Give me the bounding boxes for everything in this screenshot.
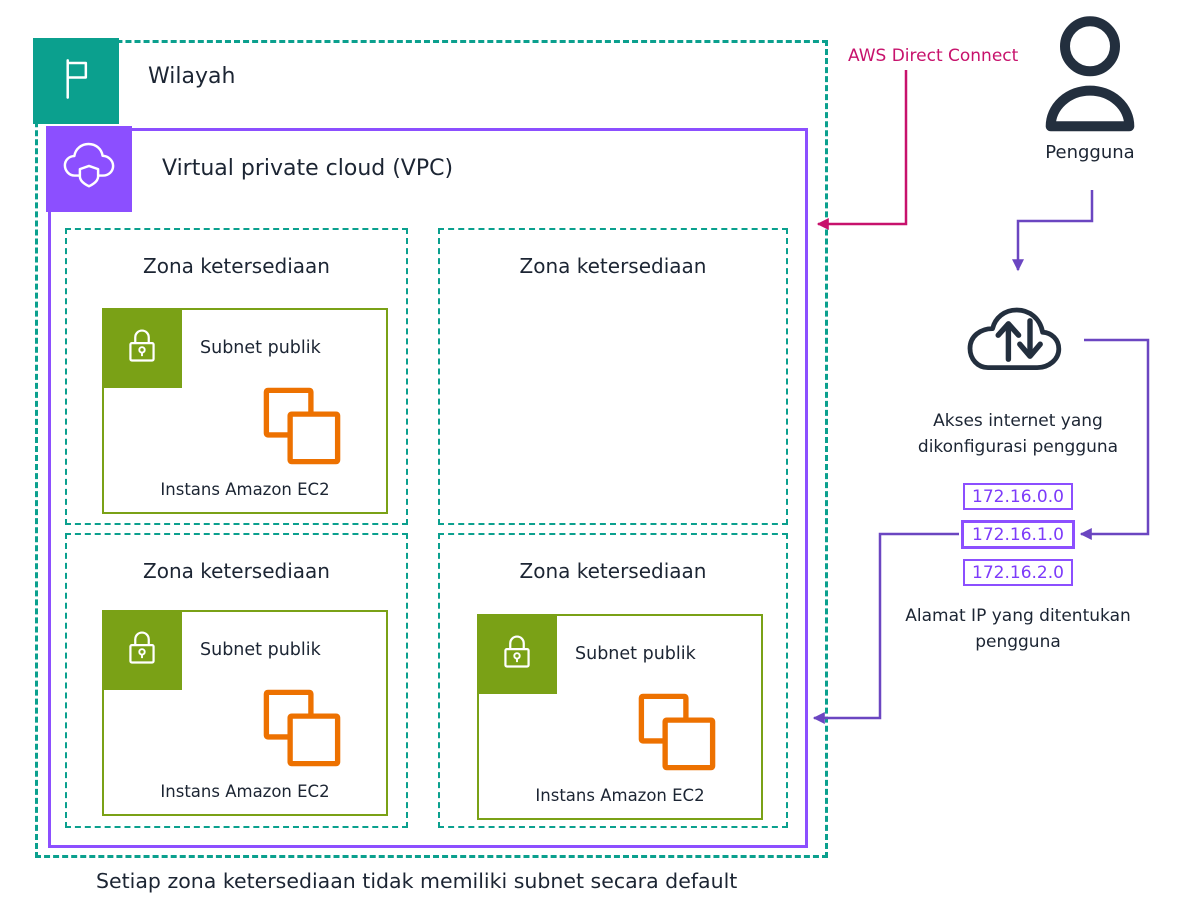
user-to-internet-arrow	[1012, 190, 1094, 272]
lock-icon	[115, 319, 169, 377]
lock-icon	[115, 621, 169, 679]
instance-label: Instans Amazon EC2	[160, 782, 330, 801]
subnet-label: Subnet publik	[200, 640, 321, 660]
lock-chip	[102, 308, 182, 388]
user-icon	[1038, 12, 1142, 132]
direct-connect-label: AWS Direct Connect	[848, 46, 1019, 66]
subnet-label: Subnet publik	[575, 644, 696, 664]
region-box	[35, 40, 828, 858]
region-label: Wilayah	[148, 64, 236, 89]
subnet-box: Subnet publik Instans Amazon EC2	[102, 610, 388, 816]
flag-icon	[47, 50, 105, 112]
ec2-instances-icon	[256, 382, 348, 470]
ip-address-3: 172.16.2.0	[963, 559, 1073, 586]
zone-label: Zona ketersediaan	[143, 559, 330, 583]
ec2-instances-icon	[256, 684, 348, 772]
vpc-label: Virtual private cloud (VPC)	[162, 156, 454, 181]
availability-zone-1: Zona ketersediaan Subnet publik	[65, 228, 408, 525]
availability-zone-3: Zona ketersediaan Subnet publik	[65, 533, 408, 828]
zone-label: Zona ketersediaan	[519, 559, 707, 583]
ec2-instances-icon	[631, 688, 723, 776]
vpc-box	[48, 128, 808, 848]
internet-access-label: Akses internet yang dikonfigurasi penggu…	[917, 411, 1119, 458]
zone-label: Zona ketersediaan	[143, 254, 330, 278]
ip-address-1: 172.16.0.0	[963, 483, 1073, 510]
footer-caption: Setiap zona ketersediaan tidak memiliki …	[96, 869, 738, 893]
subnet-box: Subnet publik Instans Amazon EC2	[102, 308, 388, 514]
lock-chip	[102, 610, 182, 690]
availability-zone-2: Zona ketersediaan	[438, 228, 788, 525]
lock-chip	[477, 614, 557, 694]
instance-label: Instans Amazon EC2	[535, 786, 705, 805]
user-label: Pengguna	[1045, 142, 1135, 163]
instance-label: Instans Amazon EC2	[160, 480, 330, 499]
direct-connect-arrow	[816, 70, 908, 230]
subnet-box: Subnet publik Instans Amazon EC2	[477, 614, 763, 820]
vpc-chip	[46, 126, 132, 212]
internet-cloud-icon	[956, 298, 1080, 382]
availability-zone-4: Zona ketersediaan Subnet publik	[438, 533, 788, 828]
lock-icon	[490, 625, 544, 683]
ip-address-2: 172.16.1.0	[961, 520, 1075, 549]
region-flag-chip	[33, 38, 119, 124]
ip-caption: Alamat IP yang ditentukan pengguna	[905, 606, 1131, 653]
zone-label: Zona ketersediaan	[519, 254, 707, 278]
subnet-label: Subnet publik	[200, 338, 321, 358]
vpc-cloud-shield-icon	[59, 137, 119, 201]
